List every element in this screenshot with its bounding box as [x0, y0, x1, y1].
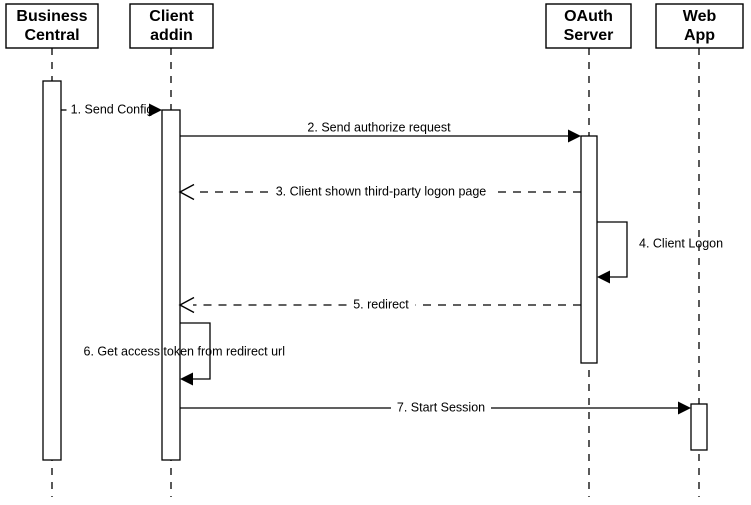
message-label-msg-6: 6. Get access token from redirect url: [84, 344, 285, 358]
participant-label-line2-business-central: Central: [24, 27, 79, 44]
message-label-msg-5: 5. redirect: [353, 297, 409, 311]
participant-label-line2-client-addin: addin: [150, 27, 193, 44]
participant-label-line2-web-app: App: [684, 27, 715, 44]
participant-label-line2-oauth-server: Server: [564, 27, 614, 44]
message-msg-7[interactable]: 7. Start Session: [180, 400, 691, 415]
arrowhead-msg-6: [180, 372, 193, 386]
message-label-msg-2: 2. Send authorize request: [307, 120, 451, 134]
arrowhead-msg-2: [568, 129, 581, 143]
activation-bar-web-app: [690, 403, 708, 451]
activations-layer: [42, 80, 708, 461]
arrowhead-msg-4: [597, 270, 610, 284]
arrowhead-msg-1: [149, 103, 162, 117]
participant-label-line1-client-addin: Client: [149, 8, 194, 25]
message-msg-2[interactable]: 2. Send authorize request: [180, 120, 581, 143]
message-msg-3[interactable]: 3. Client shown third-party logon page: [178, 183, 581, 201]
activation-bar-business-central: [42, 80, 62, 461]
message-label-msg-4: 4. Client Logon: [639, 236, 723, 250]
participant-label-line1-web-app: Web: [683, 8, 717, 25]
message-msg-6[interactable]: 6. Get access token from redirect url: [84, 322, 285, 386]
arrowhead-msg-5: [178, 296, 195, 314]
arrowhead-msg-3: [178, 183, 195, 201]
participant-label-line1-oauth-server: OAuth: [564, 8, 613, 25]
participant-header-client-addin[interactable]: Client addin: [129, 3, 214, 49]
message-line-msg-6: [180, 322, 211, 380]
activation-bar-oauth-server: [580, 135, 598, 364]
message-msg-1[interactable]: 1. Send Config: [61, 102, 162, 117]
activation-bar-client-addin: [161, 109, 181, 461]
message-label-msg-3: 3. Client shown third-party logon page: [276, 184, 487, 198]
message-msg-4[interactable]: 4. Client Logon: [597, 221, 723, 284]
message-msg-5[interactable]: 5. redirect: [178, 296, 581, 314]
messages-layer: 1. Send Config 2. Send authorize request 3…: [61, 102, 723, 415]
participant-label-line1-business-central: Business: [16, 8, 87, 25]
arrowhead-msg-7: [678, 401, 691, 415]
message-label-msg-7: 7. Start Session: [397, 400, 485, 414]
message-label-msg-1: 1. Send Config: [71, 102, 154, 116]
message-line-msg-4: [597, 221, 628, 278]
